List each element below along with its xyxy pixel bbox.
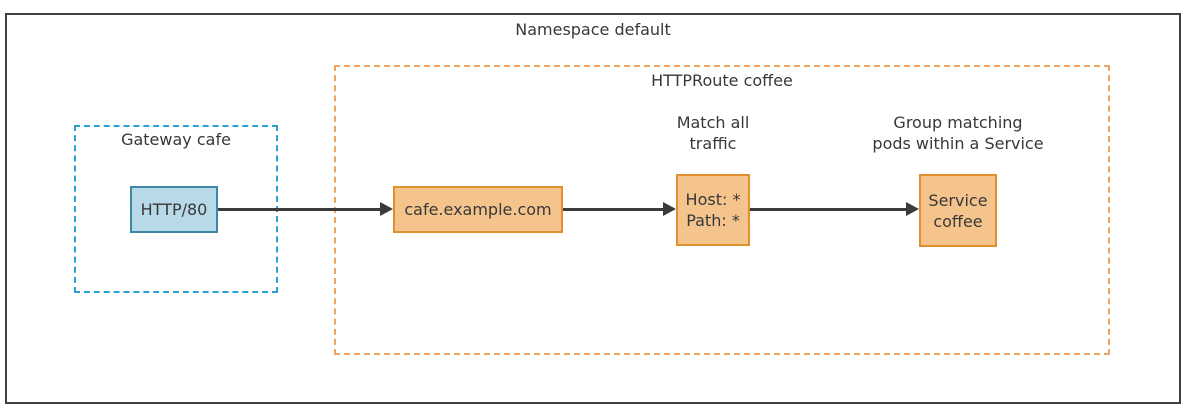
arrow-shaft xyxy=(750,208,907,211)
arrowhead-icon xyxy=(380,202,393,216)
arrow-shaft xyxy=(218,208,381,211)
gateway-label: Gateway cafe xyxy=(121,130,231,149)
match-rule-host-line: Host: * xyxy=(685,190,741,209)
arrowhead-icon xyxy=(663,202,676,216)
listener-node: HTTP/80 xyxy=(130,186,218,233)
match-rule-node: Host: * Path: * xyxy=(676,174,750,246)
hostname-node-label: cafe.example.com xyxy=(404,200,552,219)
service-annotation-line2: pods within a Service xyxy=(872,134,1044,153)
service-node: Service coffee xyxy=(919,174,997,247)
service-node-label-line1: Service xyxy=(928,190,988,210)
listener-node-label: HTTP/80 xyxy=(140,200,208,219)
match-annotation: Match all traffic xyxy=(613,112,813,154)
service-node-label-line2: coffee xyxy=(933,211,983,231)
arrowhead-icon xyxy=(906,202,919,216)
namespace-label: Namespace default xyxy=(515,20,671,39)
service-annotation: Group matching pods within a Service xyxy=(853,112,1063,154)
match-annotation-line1: Match all xyxy=(676,113,750,132)
service-annotation-line1: Group matching xyxy=(893,113,1023,132)
match-annotation-line2: traffic xyxy=(689,134,737,153)
hostname-node: cafe.example.com xyxy=(393,186,563,233)
httproute-label: HTTPRoute coffee xyxy=(651,71,793,90)
match-rule-path-line: Path: * xyxy=(686,211,740,230)
arrow-shaft xyxy=(563,208,664,211)
